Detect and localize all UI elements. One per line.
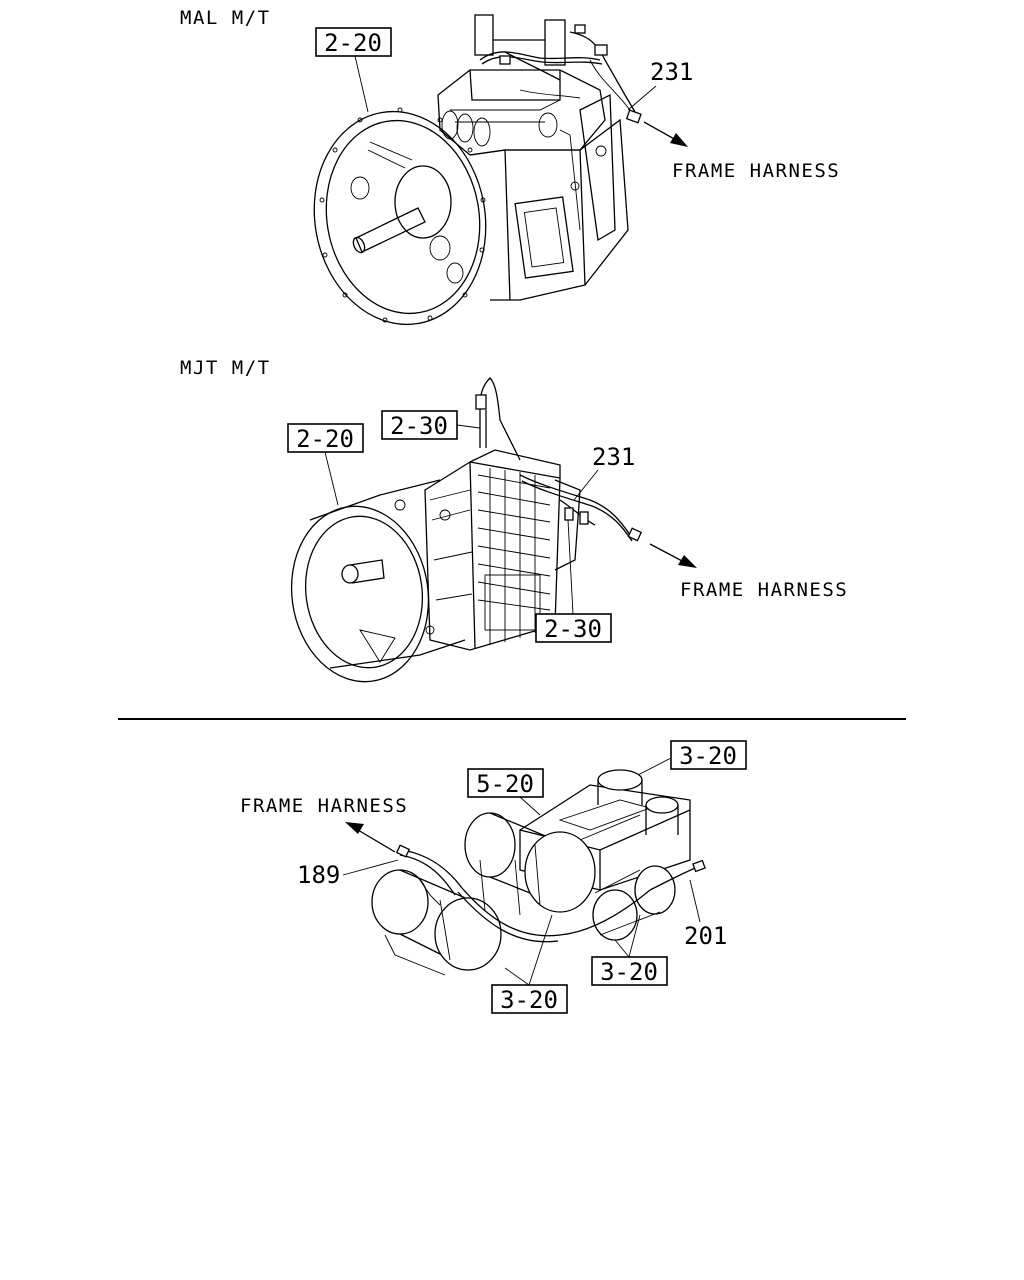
- tank-part-201: 201: [684, 922, 727, 950]
- mjt-ref-top-leader: [456, 424, 481, 429]
- mal-transmission-drawing: [313, 14, 642, 326]
- tank-ref-box-bottom-right: [591, 956, 668, 986]
- mjt-ref-bottom-leader: [567, 519, 574, 615]
- mjt-ref-box-top-label: 2-30: [390, 412, 448, 440]
- tank-part-201-leader: [689, 879, 701, 923]
- tank-ref-top-right-leader: [637, 757, 672, 776]
- tank-harness-arrowhead: [345, 822, 364, 834]
- tank-ref-top-leader: [519, 796, 541, 816]
- mal-part-leader: [627, 85, 657, 111]
- mal-harness-arrowhead: [670, 133, 688, 147]
- mal-harness-arrow: [643, 121, 677, 141]
- mjt-ref-box-main-label: 2-20: [296, 425, 354, 453]
- mal-part-231: 231: [650, 58, 693, 86]
- tank-ref-box-bottom-right-label: 3-20: [600, 958, 658, 986]
- mal-section: MAL M/T: [180, 7, 840, 326]
- mjt-ref-box-bottom-label: 2-30: [544, 615, 602, 643]
- mjt-harness-arrowhead: [678, 555, 697, 568]
- mjt-ref-box-top: [381, 410, 458, 440]
- mal-title: MAL M/T: [180, 7, 271, 29]
- tank-part-189-leader: [342, 859, 399, 876]
- mjt-harness-label: FRAME HARNESS: [680, 579, 848, 601]
- tank-ref-box-bottom-label: 3-20: [500, 986, 558, 1014]
- tank-ref-bottom-leader: [504, 914, 553, 986]
- mjt-ref-box-bottom: [535, 613, 612, 643]
- mjt-title: MJT M/T: [180, 357, 271, 379]
- mjt-ref-box-main: [287, 423, 364, 453]
- mjt-section: MJT M/T: [180, 357, 848, 683]
- mal-ref-box: [315, 27, 392, 57]
- mjt-ref-main-leader: [324, 451, 339, 506]
- mjt-part-231: 231: [592, 443, 635, 471]
- tank-part-189: 189: [297, 861, 340, 889]
- tank-ref-box-top-label: 5-20: [476, 770, 534, 798]
- mal-harness-label: FRAME HARNESS: [672, 160, 840, 182]
- mal-ref-leader: [354, 55, 369, 113]
- tank-ref-box-bottom: [491, 984, 568, 1014]
- tank-ref-box-top-right-label: 3-20: [679, 742, 737, 770]
- tank-harness-label: FRAME HARNESS: [240, 795, 408, 817]
- mjt-harness-arrow: [649, 543, 685, 563]
- tank-harness-arrow: [357, 829, 396, 853]
- tank-section: FRAME HARNESS: [240, 740, 747, 1014]
- tank-ref-box-top-right: [670, 740, 747, 770]
- tank-assembly-drawing: [371, 769, 706, 976]
- tank-ref-bottom-right-leader: [614, 914, 641, 958]
- mal-ref-box-label: 2-20: [324, 29, 382, 57]
- mjt-part-leader: [573, 469, 599, 501]
- tank-ref-box-top: [467, 768, 544, 798]
